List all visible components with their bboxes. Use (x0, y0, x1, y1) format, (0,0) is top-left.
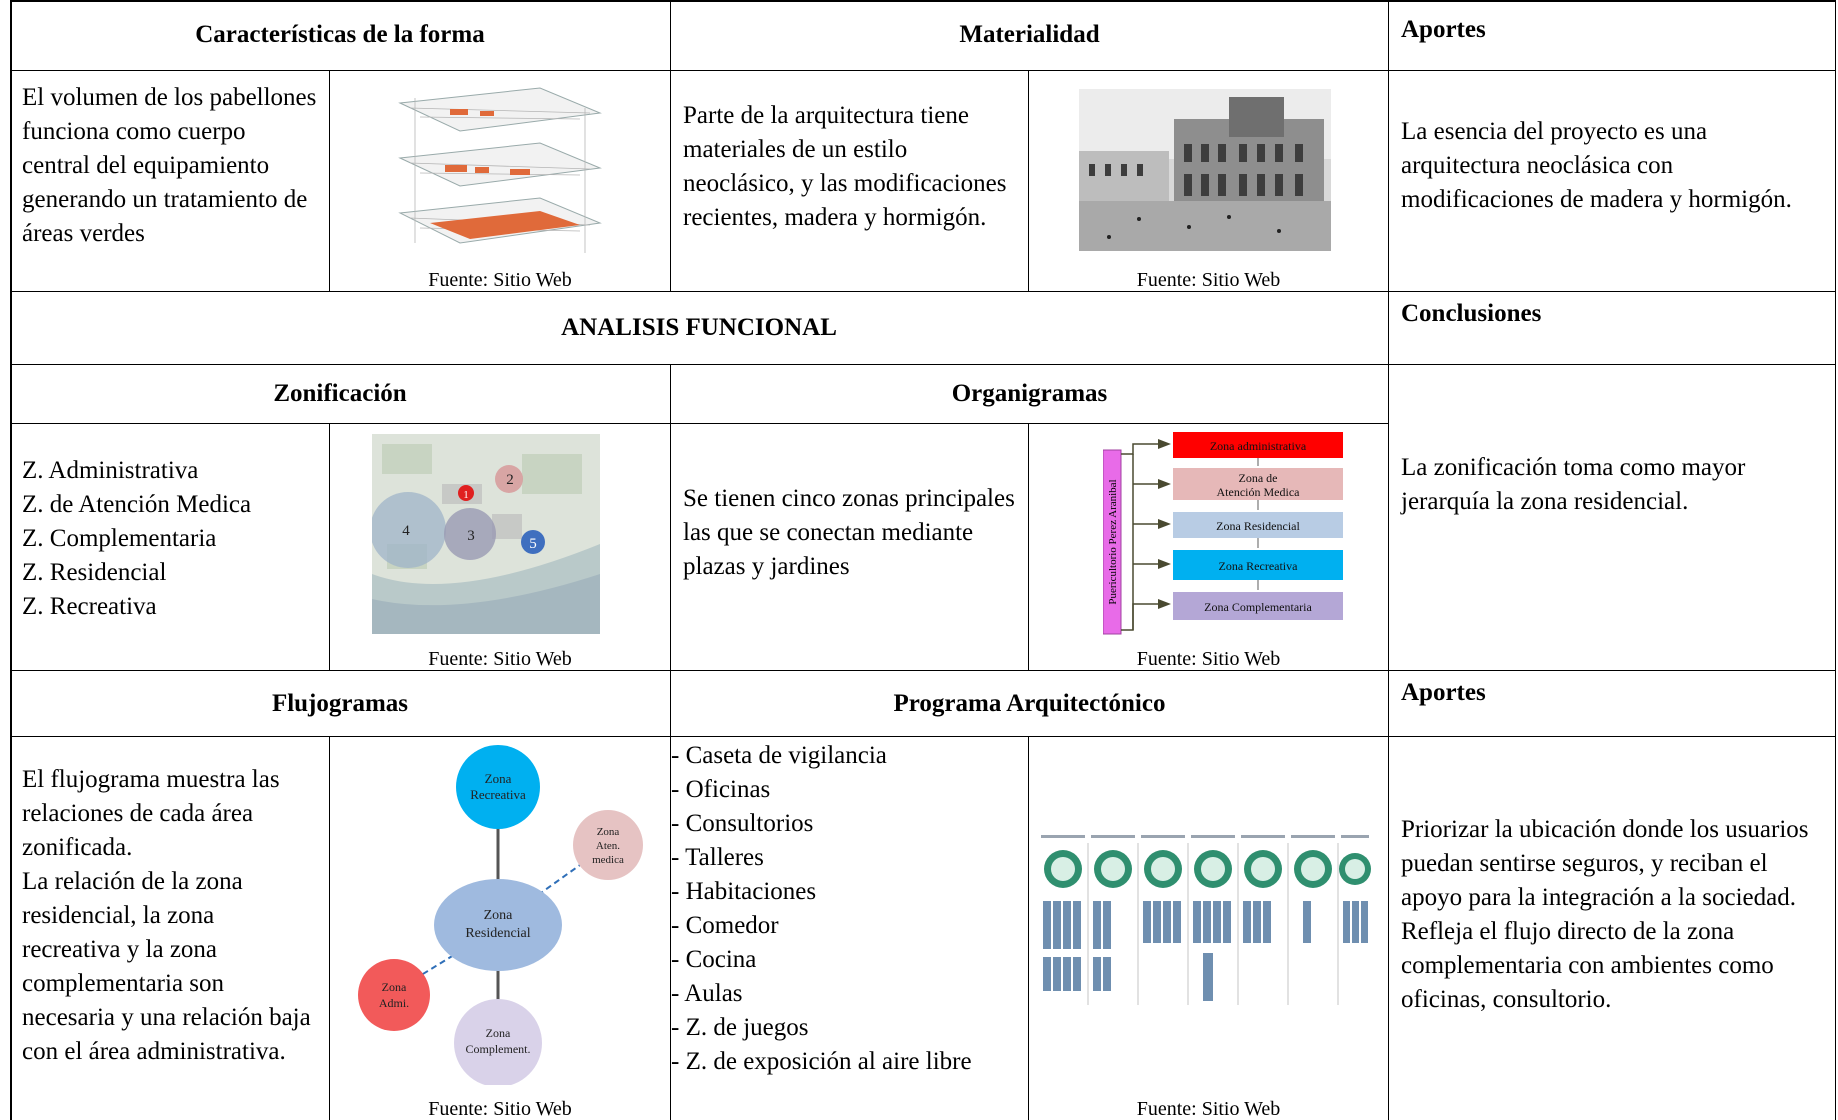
zonification-map-image: 1 2 3 4 5 (372, 434, 600, 634)
programa-item: Z. de exposición al aire libre (671, 1045, 1028, 1079)
organigrama-source: Fuente: Sitio Web (1136, 648, 1281, 670)
svg-text:Zona: Zona (486, 1026, 511, 1040)
flow-node-recreativa (456, 745, 540, 829)
zona-item: Z. Residencial (22, 559, 167, 586)
programa-list: Caseta de vigilancia Oficinas Consultori… (671, 737, 1028, 1079)
organigram-box (1173, 592, 1343, 620)
svg-text:Zona: Zona (484, 908, 514, 923)
svg-text:Complement.: Complement. (466, 1042, 531, 1056)
forma-text-cell: El volumen de los pabellones funciona co… (10, 71, 330, 292)
organigram-root-box (1103, 449, 1122, 635)
zona-item: Z. Recreativa (22, 593, 157, 620)
aportes-2-text: Priorizar la ubicación donde los usuario… (1401, 816, 1809, 1013)
zonificacion-source: Fuente: Sitio Web (428, 648, 572, 670)
flujo-source: Fuente: Sitio Web (428, 1098, 572, 1120)
materialidad-text-cell: Parte de la arquitectura tiene materiale… (671, 71, 1029, 292)
zonas-list: Z. Administrativa Z. de Atención Medica … (10, 424, 329, 624)
svg-text:Zona: Zona (485, 771, 512, 786)
conclusion-cell: La zonificación toma como mayor jerarquí… (1389, 365, 1836, 671)
organigram-label: Zona Residencial (1216, 519, 1300, 533)
organigram-label: Zona Complementaria (1204, 600, 1312, 614)
programa-item: Aulas (671, 977, 1028, 1011)
programa-item: Consultorios (671, 807, 1028, 841)
svg-text:Zona: Zona (597, 826, 620, 838)
map-label: 4 (402, 523, 410, 539)
svg-text:Zona: Zona (382, 980, 407, 994)
flow-node-residencial (434, 879, 562, 971)
map-label: 2 (506, 472, 514, 488)
programa-image-cell: Fuente: Sitio Web (1029, 737, 1389, 1120)
header-organigramas: Organigramas (671, 365, 1389, 424)
flujo-text-cell: El flujograma muestra las relaciones de … (10, 737, 330, 1120)
forma-text: El volumen de los pabellones funciona co… (22, 84, 317, 247)
header-conclusiones: Conclusiones (1389, 292, 1836, 365)
map-label: 1 (463, 489, 469, 501)
aportes-text: La esencia del proyecto es una arquitect… (1401, 118, 1792, 213)
organigram-box (1173, 432, 1343, 458)
header-analisis-funcional: ANALISIS FUNCIONAL (10, 292, 1389, 365)
organigrama-text: Se tienen cinco zonas principales las qu… (683, 485, 1015, 580)
programa-source: Fuente: Sitio Web (1136, 1098, 1281, 1120)
organigram-label: Atención Medica (1217, 485, 1301, 499)
zonas-list-cell: Z. Administrativa Z. de Atención Medica … (10, 424, 330, 671)
organigrama-text-cell: Se tienen cinco zonas principales las qu… (671, 424, 1029, 671)
svg-text:medica: medica (592, 854, 624, 866)
forma-image-cell: Fuente: Sitio Web (330, 71, 671, 292)
programa-item: Caseta de vigilancia (671, 739, 1028, 773)
organigrama-chart-cell: Puericultorio Perez Aranibal Zona admini… (1029, 424, 1389, 671)
table-top-border (10, 0, 1836, 2)
organigram-label: Zona Recreativa (1219, 559, 1299, 573)
organigram-box (1173, 550, 1343, 580)
zona-item: Z. de Atención Medica (22, 491, 252, 518)
zona-item: Z. Complementaria (22, 525, 217, 552)
header-aportes: Aportes (1389, 0, 1836, 71)
header-flujogramas: Flujogramas (10, 671, 671, 737)
programa-item: Oficinas (671, 773, 1028, 807)
svg-text:Admi.: Admi. (379, 996, 409, 1010)
svg-text:Recreativa: Recreativa (470, 787, 526, 802)
organigram-label: Zona administrativa (1210, 439, 1307, 453)
programa-item: Comedor (671, 909, 1028, 943)
organigram-label: Zona de (1239, 471, 1278, 485)
program-chart-image (1041, 835, 1371, 1005)
programa-item: Z. de juegos (671, 1011, 1028, 1045)
aportes-text-cell: La esencia del proyecto es una arquitect… (1389, 71, 1836, 292)
programa-item: Habitaciones (671, 875, 1028, 909)
table-left-border (10, 0, 12, 1120)
programa-list-cell: Caseta de vigilancia Oficinas Consultori… (671, 737, 1029, 1120)
conclusion-text: La zonificación toma como mayor jerarquí… (1401, 454, 1746, 515)
header-caracteristicas-forma: Características de la forma (10, 0, 671, 71)
aportes-2-text-cell: Priorizar la ubicación donde los usuario… (1389, 737, 1836, 1120)
header-materialidad: Materialidad (671, 0, 1389, 71)
svg-text:Aten.: Aten. (596, 840, 620, 852)
flow-node-admi (358, 959, 430, 1031)
zona-item: Z. Administrativa (22, 457, 199, 484)
materialidad-text: Parte de la arquitectura tiene materiale… (683, 102, 1007, 231)
zonificacion-map-cell: 1 2 3 4 5 Fuente: Sitio Web (330, 424, 671, 671)
flujo-text: El flujograma muestra las relaciones de … (22, 766, 311, 1065)
materialidad-source: Fuente: Sitio Web (1136, 269, 1281, 291)
pavilion-axonometric-image (398, 87, 602, 253)
organigram-root-label: Puericultorio Perez Aranibal (1107, 479, 1119, 604)
neoclassical-building-photo (1079, 89, 1331, 251)
organigram-diagram: Puericultorio Perez Aranibal Zona admini… (1103, 432, 1343, 635)
organigram-box (1173, 468, 1343, 500)
flow-node-complement (454, 999, 542, 1085)
forma-source: Fuente: Sitio Web (428, 269, 572, 291)
header-programa-arquitectonico: Programa Arquitectónico (671, 671, 1389, 737)
map-label: 5 (529, 536, 537, 552)
organigram-box (1173, 512, 1343, 538)
programa-item: Cocina (671, 943, 1028, 977)
flow-node-aten-medica (573, 810, 643, 880)
map-label: 3 (467, 528, 475, 544)
header-aportes-2: Aportes (1389, 671, 1836, 737)
programa-item: Talleres (671, 841, 1028, 875)
svg-text:Residencial: Residencial (465, 926, 530, 941)
header-zonificacion: Zonificación (10, 365, 671, 424)
materialidad-image-cell: Fuente: Sitio Web (1029, 71, 1389, 292)
